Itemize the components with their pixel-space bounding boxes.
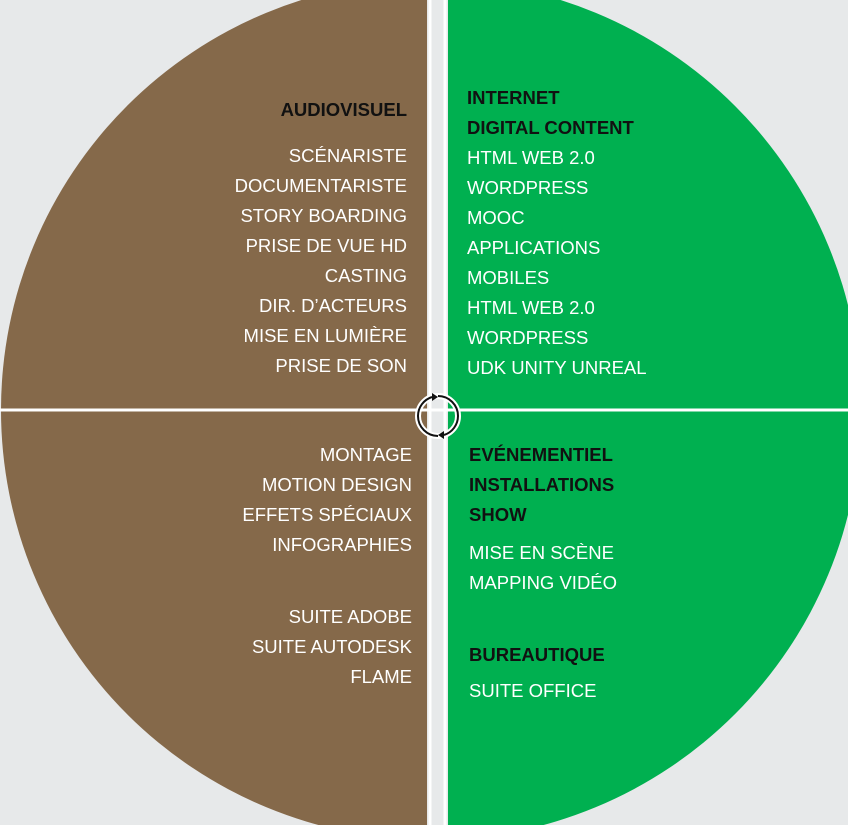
internet-heading-line-1: INTERNET xyxy=(467,87,560,108)
post-production-item: EFFETS SPÉCIAUX xyxy=(242,504,412,525)
audiovisuel-block: AUDIOVISUEL SCÉNARISTE DOCUMENTARISTE ST… xyxy=(235,95,407,381)
internet-item: HTML WEB 2.0 xyxy=(467,147,595,168)
evenementiel-quadrant-bottom-right xyxy=(431,410,848,825)
software-item: SUITE AUTODESK xyxy=(251,636,412,657)
audiovisuel-quadrant-bottom-left xyxy=(1,410,431,825)
cycle-arrows-icon xyxy=(415,393,461,439)
spacer xyxy=(242,560,412,602)
internet-quadrant-top-right xyxy=(431,0,848,410)
audiovisuel-item: MISE EN LUMIÈRE xyxy=(243,325,407,346)
audiovisuel-item: CASTING xyxy=(324,265,407,286)
audiovisuel-quadrant-top-left xyxy=(1,0,431,410)
evenementiel-item: MISE EN SCÈNE xyxy=(469,542,614,563)
internet-item: UDK UNITY UNREAL xyxy=(467,357,647,378)
audiovisuel-item: STORY BOARDING xyxy=(240,205,407,226)
internet-item: MOOC xyxy=(467,207,525,228)
evenementiel-heading-line-2: INSTALLATIONS xyxy=(469,474,615,495)
audiovisuel-item: SCÉNARISTE xyxy=(288,145,407,166)
internet-item: HTML WEB 2.0 xyxy=(467,297,595,318)
post-production-item: MOTION DESIGN xyxy=(261,474,412,495)
internet-heading-line-2: DIGITAL CONTENT xyxy=(467,117,634,138)
internet-item: WORDPRESS xyxy=(467,327,589,348)
software-item: SUITE ADOBE xyxy=(288,606,412,627)
audiovisuel-item: PRISE DE VUE HD xyxy=(245,235,407,256)
bureautique-item: SUITE OFFICE xyxy=(469,680,597,701)
software-item: FLAME xyxy=(350,666,412,687)
internet-item: WORDPRESS xyxy=(467,177,589,198)
vertical-divider xyxy=(427,0,448,825)
evenementiel-block: EVÉNEMENTIEL INSTALLATIONS SHOW MISE EN … xyxy=(469,440,617,706)
post-production-block: MONTAGE MOTION DESIGN EFFETS SPÉCIAUX IN… xyxy=(242,440,412,692)
evenementiel-heading-line-1: EVÉNEMENTIEL xyxy=(469,444,613,465)
bureautique-heading: BUREAUTIQUE xyxy=(469,644,605,665)
post-production-item: INFOGRAPHIES xyxy=(272,534,412,555)
post-production-item: MONTAGE xyxy=(319,444,412,465)
audiovisuel-item: PRISE DE SON xyxy=(275,355,407,376)
audiovisuel-heading: AUDIOVISUEL xyxy=(280,99,407,120)
evenementiel-heading-line-3: SHOW xyxy=(469,504,527,525)
internet-block: INTERNET DIGITAL CONTENT HTML WEB 2.0 WO… xyxy=(467,83,647,383)
internet-item: APPLICATIONS xyxy=(467,237,601,258)
audiovisuel-item: DIR. D’ACTEURS xyxy=(258,295,407,316)
internet-item: MOBILES xyxy=(467,267,550,288)
audiovisuel-item: DOCUMENTARISTE xyxy=(234,175,407,196)
evenementiel-item: MAPPING VIDÉO xyxy=(469,572,618,593)
